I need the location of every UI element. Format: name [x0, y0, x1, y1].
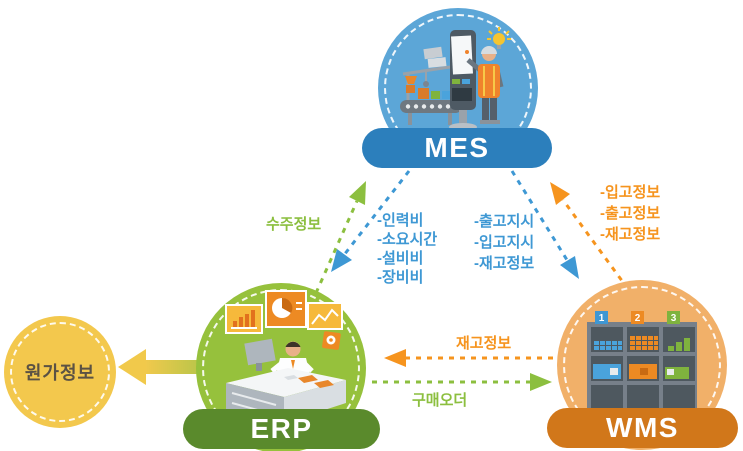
lightbulb-icon [487, 27, 511, 49]
list-item: -소요시간 [377, 231, 438, 248]
purchase-order-label: 구매오더 [412, 392, 468, 409]
wms-warehouse-shelf-illustration: 1 2 3 [587, 311, 697, 421]
list-item: -출고지시 [474, 213, 535, 230]
arrow-erp-to-wms [372, 373, 552, 391]
list-item: -재고정보 [474, 255, 535, 272]
list-item: -재고정보 [600, 226, 661, 243]
bin-2-tag: 2 [635, 313, 641, 324]
mes-to-erp-list: -인력비 -소요시간 -설비비 -장비비 [377, 211, 437, 287]
cost-info-circle: 원가정보 [4, 316, 116, 428]
wms-to-mes-list: -입고정보 -출고정보 -재고정보 [600, 182, 660, 245]
erp-node-circle [196, 283, 366, 451]
shelf-inventory-items [593, 336, 690, 379]
arrow-erp-to-mes [314, 181, 366, 294]
list-item: -출고정보 [600, 205, 661, 222]
cost-dashed-ring [10, 322, 110, 422]
pie-chart-icon [265, 290, 307, 328]
gear-icon [322, 331, 341, 350]
erp-label: ERP [250, 413, 313, 444]
line-chart-icon [307, 302, 343, 330]
mes-label: MES [424, 132, 490, 163]
conveyor-belt-icon [400, 88, 462, 125]
bar-chart-icon [225, 304, 263, 334]
mes-factory-worker-illustration [400, 27, 511, 131]
list-item: -장비비 [377, 269, 424, 286]
kiosk-machine-icon [423, 30, 477, 131]
robot-arm-icon [402, 65, 451, 100]
list-item: -입고지시 [474, 234, 535, 251]
mes-to-wms-list: -출고지시 -입고지시 -재고정보 [474, 211, 534, 274]
list-item: -인력비 [377, 212, 424, 229]
bin-number-tags: 1 2 3 [595, 311, 680, 324]
stock-info-label: 재고정보 [456, 335, 512, 352]
order-info-label: 수주정보 [266, 216, 322, 233]
arrow-mes-to-erp [331, 170, 411, 272]
bin-1-tag: 1 [599, 313, 605, 324]
wms-label: WMS [606, 412, 679, 443]
erp-label-pill: ERP [183, 409, 380, 449]
list-item: -입고정보 [600, 184, 661, 201]
arrow-mes-to-wms [510, 170, 579, 279]
bin-3-tag: 3 [671, 313, 677, 324]
wms-label-pill: WMS [547, 408, 738, 448]
list-item: -설비비 [377, 250, 424, 267]
monitor-icon [244, 338, 276, 371]
worker-icon [466, 46, 504, 124]
arrow-wms-to-mes [550, 182, 630, 290]
mes-label-pill: MES [362, 128, 552, 168]
arrow-wms-to-erp [384, 349, 641, 367]
